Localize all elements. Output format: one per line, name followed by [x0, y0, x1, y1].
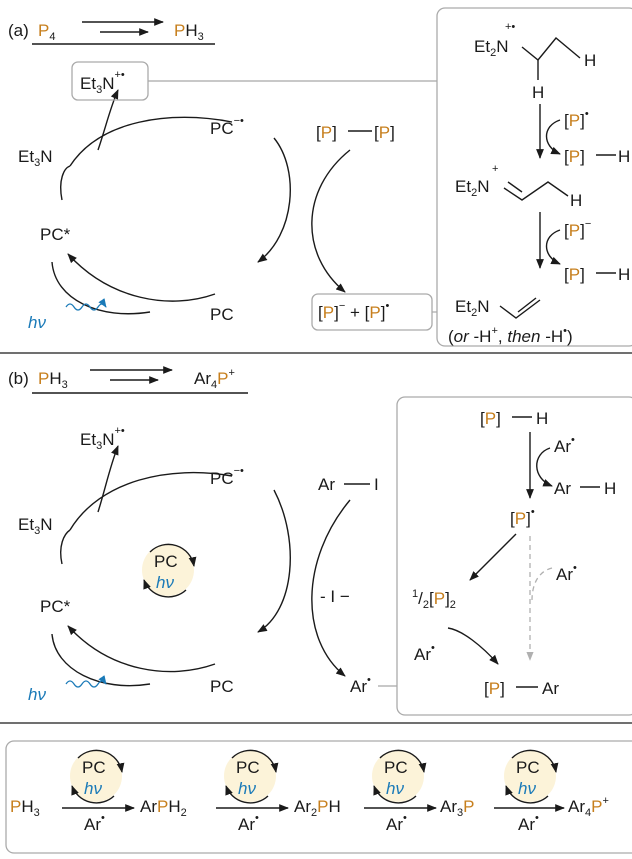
- arylation-sequence: PH3 PC hν Ar• ArPH2 PC hν Ar• Ar2PH PC: [5, 740, 632, 854]
- p-radical: [P]•: [510, 506, 535, 528]
- svg-text:hν: hν: [28, 685, 46, 704]
- mechanism-box-b: [396, 396, 632, 716]
- mechanism-box-a: [436, 7, 632, 347]
- svg-text:Ar•: Ar•: [386, 812, 407, 834]
- amine-radical-cation: Et2N: [474, 37, 508, 59]
- svg-text:hν: hν: [518, 779, 536, 798]
- svg-text:PC: PC: [236, 758, 260, 777]
- radical-cation-b: Et3N+•: [80, 425, 125, 452]
- svg-text:Ar•: Ar•: [238, 812, 259, 834]
- svg-text:I: I: [374, 475, 379, 494]
- aryl-iodide: Ar I: [318, 475, 379, 494]
- svg-text:hν: hν: [84, 779, 102, 798]
- seq-ar2ph: Ar2PH: [294, 797, 341, 819]
- svg-text:Ar•: Ar•: [84, 812, 105, 834]
- svg-text:H: H: [604, 479, 616, 498]
- svg-text:[P]•: [P]•: [564, 108, 589, 130]
- svg-text:+•: +•: [505, 21, 515, 33]
- pc-excited: PC*: [40, 225, 71, 244]
- svg-text:Ar•: Ar•: [554, 434, 575, 456]
- svg-text:H: H: [570, 191, 582, 210]
- pc-ground: PC: [210, 305, 234, 324]
- pc-radical-anion-b: PC−•: [210, 465, 244, 488]
- svg-text:H: H: [532, 83, 544, 102]
- svg-text:PC: PC: [82, 758, 106, 777]
- light-label: hν: [28, 313, 46, 332]
- panel-a-reaction-header: P4 PH3: [32, 18, 215, 45]
- svg-text:hν: hν: [156, 573, 174, 592]
- svg-text:PH3: PH3: [38, 369, 68, 391]
- svg-text:[P]: [P]: [374, 123, 395, 142]
- svg-text:PH3: PH3: [174, 21, 204, 43]
- enamine: Et2N: [455, 297, 489, 319]
- svg-text:Ar: Ar: [554, 479, 571, 498]
- triethylamine: Et3N: [18, 147, 52, 169]
- inner-photocatalyst-icon: PC hν: [142, 543, 197, 598]
- panel-a-label: (a): [8, 21, 29, 40]
- svg-text:H: H: [536, 409, 548, 428]
- p-h-1: [P]: [564, 147, 585, 166]
- svg-text:[P]−: [P]−: [564, 218, 591, 240]
- p-ar-product: [P] Ar: [484, 679, 559, 698]
- svg-text:+: +: [492, 163, 498, 175]
- svg-text:Ar•: Ar•: [556, 562, 577, 584]
- svg-text:PC: PC: [384, 758, 408, 777]
- panel-b: (b) PH3 Ar4P+ Et3N+• Et3N PC−• PC* PC hν…: [8, 366, 632, 716]
- seq-ar3p: Ar3P: [440, 797, 474, 819]
- svg-text:Ar•: Ar•: [414, 642, 435, 664]
- alternative-note: (or -H+, then -H•): [448, 325, 573, 346]
- triethylamine-b: Et3N: [18, 515, 52, 537]
- seq-step-1: PC hν Ar•: [62, 749, 135, 834]
- pc-radical-anion: PC−•: [210, 115, 244, 138]
- pc-excited-b: PC*: [40, 597, 71, 616]
- svg-text:[P]: [P]: [316, 123, 337, 142]
- p-p-dimer: [P] [P]: [316, 123, 395, 142]
- svg-text:Ar•: Ar•: [518, 812, 539, 834]
- half-dimer: 1/2[P]2: [412, 588, 456, 611]
- svg-text:H: H: [618, 147, 630, 166]
- svg-text:Ar: Ar: [318, 475, 335, 494]
- panel-b-reaction-header: PH3 Ar4P+: [32, 366, 248, 394]
- light-squiggle: [65, 298, 107, 311]
- radical-cation: Et3N+•: [80, 69, 125, 96]
- svg-text:H: H: [618, 265, 630, 284]
- iminium: Et2N: [455, 177, 489, 199]
- aryl-radical: Ar•: [350, 674, 371, 696]
- seq-ph3: PH3: [10, 797, 40, 819]
- seq-ar4p-plus: Ar4P+: [568, 795, 609, 819]
- svg-text:H: H: [584, 51, 596, 70]
- pc-ground-b: PC: [210, 677, 234, 696]
- svg-text:P4: P4: [38, 21, 55, 43]
- p-h-bond: [P] H: [480, 409, 548, 428]
- p-anion-plus-radical: [P]− + [P]•: [318, 300, 389, 322]
- p4-p: P: [38, 21, 49, 40]
- seq-step-4: PC hν Ar•: [494, 749, 565, 834]
- svg-text:hν: hν: [386, 779, 404, 798]
- iodide-loss: - I −: [320, 587, 350, 606]
- svg-text:Ar4P+: Ar4P+: [194, 367, 235, 391]
- svg-text:PC: PC: [516, 758, 540, 777]
- panel-a: (a) P4 PH3 Et3N+• Et3N PC−• PC* PC hν [P…: [8, 7, 632, 347]
- seq-step-2: PC hν Ar•: [216, 749, 289, 834]
- svg-text:Ar: Ar: [542, 679, 559, 698]
- svg-text:[P]: [P]: [480, 409, 501, 428]
- panel-b-label: (b): [8, 369, 29, 388]
- seq-arph2: ArPH2: [140, 797, 187, 819]
- svg-text:PC: PC: [154, 552, 178, 571]
- seq-step-3: PC hν Ar•: [364, 749, 437, 834]
- p-h-2: [P]: [564, 265, 585, 284]
- svg-text:[P]: [P]: [484, 679, 505, 698]
- svg-text:hν: hν: [238, 779, 256, 798]
